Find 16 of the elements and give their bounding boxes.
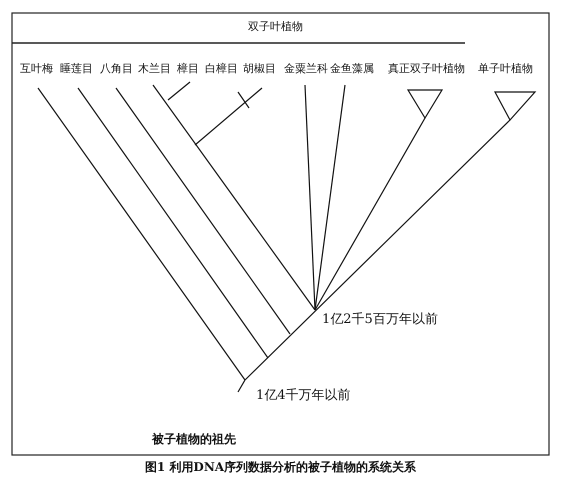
taxon-label: 金鱼藻属 [330,62,374,76]
taxon-label: 睡莲目 [60,62,93,76]
taxon-label: 白樟目 [205,62,238,76]
taxon-label: 真正双子叶植物 [388,62,465,76]
time-label: 1亿2千5百万年以前 [322,312,438,328]
taxon-label: 金粟兰科 [284,62,328,76]
group-label: 双子叶植物 [248,20,303,34]
root-label: 被子植物的祖先 [152,432,236,446]
figure-caption: 图1 利用DNA序列数据分析的被子植物的系统关系 [144,460,418,474]
taxon-label: 樟目 [177,62,199,76]
time-label: 1亿4千万年以前 [256,388,351,404]
taxon-label: 互叶梅 [20,62,53,76]
taxon-label: 胡椒目 [243,62,276,76]
taxon-label: 八角目 [100,62,133,76]
taxon-label: 单子叶植物 [478,62,533,76]
taxon-label: 木兰目 [138,62,171,76]
